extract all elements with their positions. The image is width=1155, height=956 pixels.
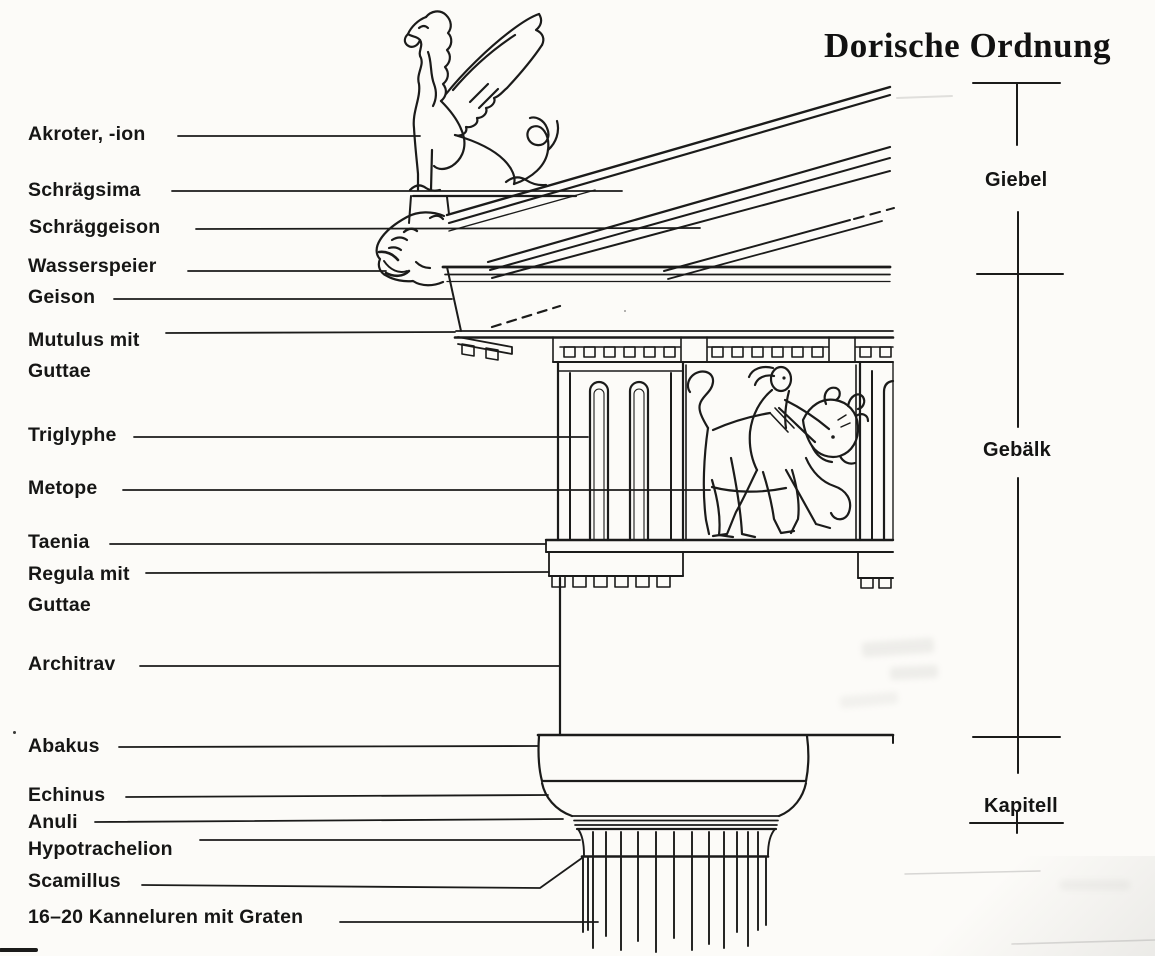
- label-architrav: Architrav: [28, 653, 116, 675]
- page-edge-shade: [895, 856, 1155, 956]
- leader-echinus: [125, 794, 549, 798]
- scan-artifacts: [0, 95, 1155, 952]
- column-capital: [536, 733, 895, 831]
- geison-cornice: [441, 265, 895, 361]
- label-regula: Regula mit Guttae: [28, 563, 130, 616]
- bleed-through-ghost: [889, 664, 939, 681]
- label-geison: Geison: [28, 286, 96, 308]
- label-section-gebaelk: Gebälk: [983, 439, 1051, 461]
- triglyph-frieze: [552, 360, 895, 542]
- label-schraeggeison: Schräggeison: [29, 216, 161, 238]
- label-metope: Metope: [28, 477, 98, 499]
- metope-relief-man-and-bull: [686, 365, 870, 539]
- label-hypotrachelion: Hypotrachelion: [28, 838, 173, 860]
- leader-abakus: [118, 745, 539, 748]
- page-title: Dorische Ordnung: [824, 26, 1112, 65]
- label-triglyphe: Triglyphe: [28, 424, 117, 446]
- label-section-kapitell: Kapitell: [984, 795, 1058, 817]
- ink-speck: [624, 310, 626, 312]
- label-scamillus: Scamillus: [28, 870, 121, 892]
- lion-head-waterspout: [375, 211, 446, 287]
- leader-regula: [145, 571, 550, 574]
- label-abakus: Abakus: [28, 735, 100, 757]
- taenia-and-regula: [544, 538, 895, 589]
- label-taenia: Taenia: [28, 531, 90, 553]
- leader-mutulus: [165, 331, 456, 334]
- column-neck-and-flutes: [577, 828, 776, 953]
- mutule-guttae-band: [552, 336, 894, 363]
- label-schraegsima: Schrägsima: [28, 179, 141, 201]
- label-kanneluren: 16–20 Kanneluren mit Graten: [28, 906, 304, 928]
- bleed-through-ghost: [1060, 880, 1130, 890]
- label-anuli: Anuli: [28, 811, 78, 833]
- mutulus-dashed-line: [490, 304, 562, 329]
- pediment-raking-lines: [445, 85, 895, 280]
- label-echinus: Echinus: [28, 784, 106, 806]
- ink-speck: [13, 731, 16, 734]
- label-wasserspeier: Wasserspeier: [28, 255, 157, 277]
- label-section-giebel: Giebel: [985, 169, 1048, 191]
- leader-lines: [94, 135, 711, 923]
- leader-scamillus: [141, 857, 583, 889]
- label-mutulus: Mutulus mit Guttae: [28, 329, 140, 382]
- akroterion-griffin-figure: [403, 10, 578, 224]
- leader-schraeggeison: [195, 227, 701, 230]
- dimension-bracket: [969, 82, 1064, 834]
- leader-anuli: [94, 818, 564, 823]
- label-akroter: Akroter, -ion: [28, 123, 146, 145]
